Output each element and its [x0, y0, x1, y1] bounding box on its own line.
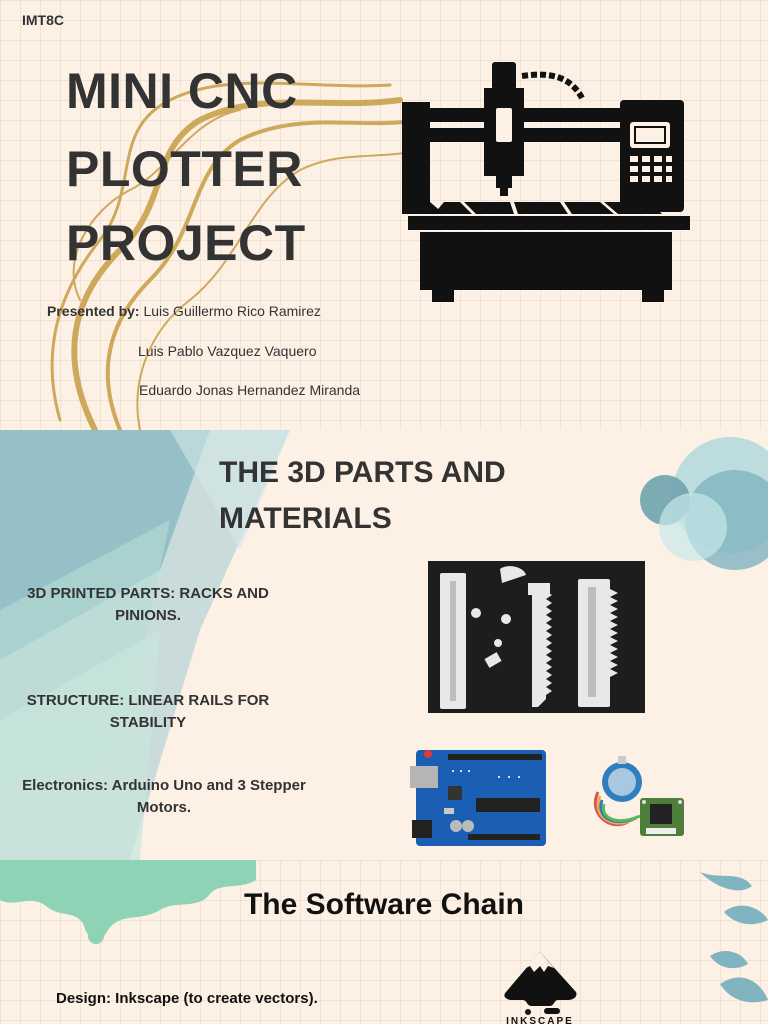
gold-swirl-decoration	[50, 81, 422, 430]
presenter-1: Presented by: Luis Guillermo Rico Ramire…	[47, 303, 321, 319]
geometric-background-decoration	[0, 430, 768, 860]
cnc-machine-icon	[402, 62, 690, 302]
bullet-3d-parts-line-2: PINIONS.	[115, 607, 181, 624]
title-line-3: PROJECT	[66, 215, 306, 271]
bullet-electronics: Electronics: Arduino Uno and 3 Stepper M…	[14, 775, 314, 819]
bullet-3d-parts-line-1: 3D PRINTED PARTS: RACKS AND	[27, 585, 269, 602]
bullet-structure-line-2: STABILITY	[109, 714, 187, 731]
paint-drip-decoration	[0, 860, 768, 1003]
presented-by-label: Presented by:	[47, 303, 140, 319]
inkscape-logo-icon	[504, 952, 577, 1015]
course-code: IMT8C	[22, 12, 64, 28]
design-text: Design: Inkscape (to create vectors).	[56, 990, 318, 1007]
presenter-name: Luis Guillermo Rico Ramirez	[143, 303, 321, 319]
arduino-uno-image	[410, 750, 546, 846]
presenter-2: Luis Pablo Vazquez Vaquero	[138, 343, 317, 359]
bullet-structure-line-1: STRUCTURE: LINEAR RAILS FOR	[26, 692, 270, 709]
bullet-electronics-line-1: Electronics: Arduino Uno and 3 Stepper	[22, 777, 306, 794]
presenter-3: Eduardo Jonas Hernandez Miranda	[139, 382, 361, 398]
parts-slide: THE 3D PARTS AND MATERIALS 3D PRINTED PA…	[0, 430, 768, 860]
bullet-structure: STRUCTURE: LINEAR RAILS FOR STABILITY	[20, 690, 276, 734]
parts-heading-line-2: MATERIALS	[219, 502, 392, 535]
inkscape-logo-text: INKSCAPE	[506, 1016, 574, 1024]
title-slide: IMT8C MINI CNC PLOTTER PROJECT Presented…	[0, 0, 768, 430]
software-slide: The Software Chain Design: Inkscape (to …	[0, 860, 768, 1024]
software-heading: The Software Chain	[243, 888, 525, 921]
racks-and-pinions-photo	[428, 561, 645, 713]
parts-heading-line-1: THE 3D PARTS AND	[219, 456, 506, 489]
title-line-2: PLOTTER	[66, 141, 303, 197]
bullet-3d-parts: 3D PRINTED PARTS: RACKS AND PINIONS.	[20, 583, 276, 627]
bullet-electronics-line-2: Motors.	[136, 799, 192, 816]
stepper-motor-image	[593, 756, 684, 836]
title-line-1: MINI CNC	[66, 63, 298, 119]
